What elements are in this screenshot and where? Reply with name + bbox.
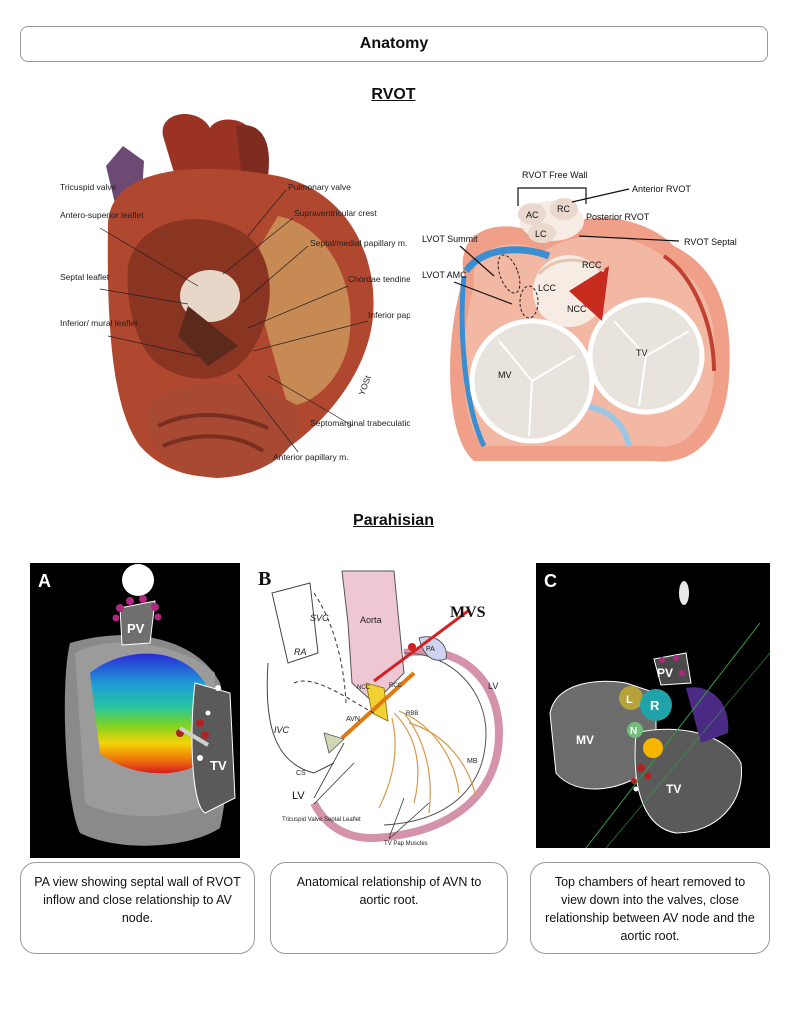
caption-box-c: Top chambers of heart removed to view do… [530,862,770,954]
rvot-heart-illustration: Tricuspid valve Antero-superior leaflet … [48,106,410,486]
label-avn: AVN [346,716,360,723]
label-chordae: Chordae tendineae [348,274,410,284]
panel-c-r-label: R [650,698,660,713]
label-cs: CS [296,770,306,777]
title-box: Anatomy [20,26,768,62]
label-lv-left: LV [292,790,305,802]
section-heading-rvot: RVOT [371,86,416,103]
label-inferior-mural: Inferior/ mural leaflet [60,318,138,328]
panel-a-tv-label: TV [210,758,227,773]
caption-box-a: PA view showing septal wall of RVOT infl… [20,862,255,954]
label-rvot-free-wall: RVOT Free Wall [522,170,587,180]
label-anterior-rvot: Anterior RVOT [632,184,691,194]
label-lvot-amc: LVOT AMC [422,270,467,280]
panel-a-pv-label: PV [127,621,145,636]
label-mvs: MVS [450,604,486,621]
rvot-valve-diagram: RVOT Free Wall Anterior RVOT Posterior R… [414,106,744,486]
caption-b: Anatomical relationship of AVN to aortic… [296,875,482,907]
panel-c-n-label: N [630,726,637,737]
label-tricuspid-valve: Tricuspid valve [60,182,117,192]
panel-c-valve-map: C PV L R N MV TV [536,563,770,848]
label-aorta: Aorta [360,615,382,625]
panel-a-letter: A [38,571,51,591]
label-rbb: RBB [406,711,418,717]
panel-b-avn-diagram: B SVC Aorta MVS RA PA LV NCC RCC AVN RBB… [254,563,519,858]
label-ra: RA [294,647,307,657]
section-heading-parahisian: Parahisian [353,512,434,529]
label-pa: PA [426,646,435,653]
panel-c-letter: C [544,571,557,591]
caption-box-b: Anatomical relationship of AVN to aortic… [270,862,508,954]
label-lcc: LCC [538,283,557,293]
page-title: Anatomy [359,35,429,52]
label-ivc: IVC [274,725,290,735]
label-tv-septal: Tricuspid Valve Septal Leaflet [282,817,361,823]
label-svc: SVC [310,613,329,623]
label-lv-right: LV [488,681,498,691]
panel-c-mv-label: MV [576,733,594,747]
caption-a: PA view showing septal wall of RVOT infl… [34,875,241,925]
label-ncc: NCC [567,304,587,314]
label-rcc: RCC [582,260,602,270]
label-lc: LC [535,229,547,239]
label-inferior-pap: Inferior papillary m. [368,310,410,320]
panel-c-tv-label: TV [666,782,681,796]
panel-c-pv-label: PV [657,666,673,680]
label-rvot-septal: RVOT Septal [684,237,737,247]
panel-a-electroanatomic-map: A PV TV [30,563,240,858]
label-posterior-rvot: Posterior RVOT [586,212,650,222]
panel-c-l-label: L [626,694,633,706]
label-mv: MV [498,370,512,380]
label-antero-superior: Antero-superior leaflet [60,210,144,220]
label-mb: MB [467,758,478,765]
label-tv: TV [636,348,648,358]
panel-b-letter: B [258,568,271,590]
label-rcc: RCC [389,683,403,689]
label-tv-pap: TV Pap Muscles [384,841,428,847]
label-rc: RC [557,204,570,214]
label-pulmonary-valve: Pulmonary valve [288,182,351,192]
label-ac: AC [526,210,539,220]
label-supraventricular: Supraventricular crest [294,208,377,218]
label-anterior-pap: Anterior papillary m. [273,452,349,462]
label-lvot-summit: LVOT Summit [422,234,478,244]
caption-c: Top chambers of heart removed to view do… [545,875,755,943]
label-septal-medial: Septal/medial papillary m. [310,238,407,248]
label-septomarginal: Septomarginal trabeculation/ Moderator b… [310,418,410,428]
label-septal-leaflet: Septal leaflet [60,272,110,282]
label-ncc: NCC [357,685,371,691]
